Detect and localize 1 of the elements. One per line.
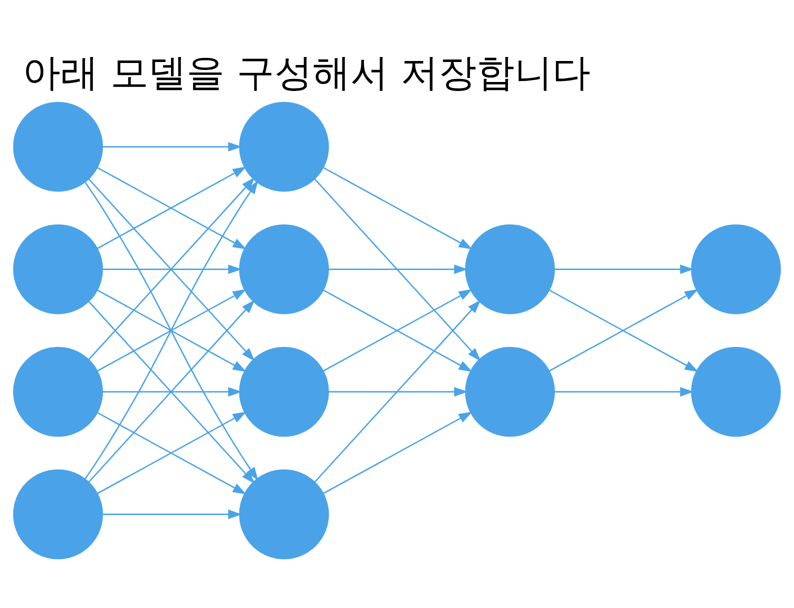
diagram-title: 아래 모델을 구성해서 저장합니다	[22, 50, 591, 94]
